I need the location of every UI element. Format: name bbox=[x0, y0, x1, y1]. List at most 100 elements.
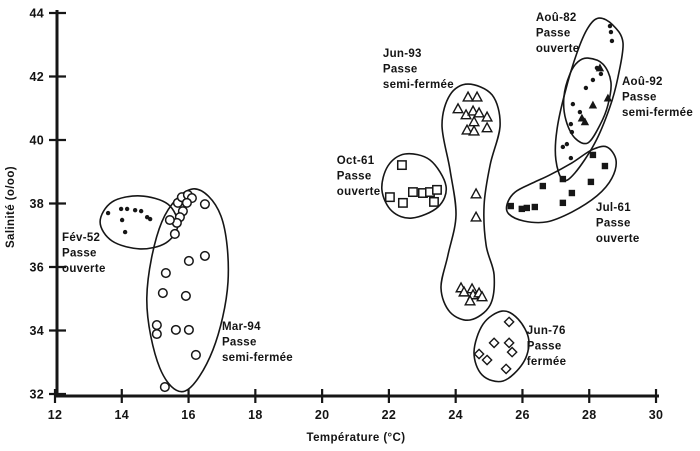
cluster-outline bbox=[554, 17, 624, 182]
data-point bbox=[577, 109, 583, 115]
data-point bbox=[432, 184, 442, 195]
data-point bbox=[601, 162, 609, 170]
data-point bbox=[470, 187, 483, 199]
data-point bbox=[151, 320, 162, 331]
data-point bbox=[481, 110, 494, 122]
cluster-label: semi-fermée bbox=[622, 107, 693, 119]
data-point bbox=[458, 285, 471, 297]
y-tick-label: 32 bbox=[29, 388, 44, 402]
data-point bbox=[568, 189, 576, 197]
data-point bbox=[580, 117, 590, 126]
data-point bbox=[531, 203, 539, 211]
cluster-label: Fév-52 bbox=[62, 232, 100, 244]
data-point bbox=[124, 206, 130, 212]
cluster-label: Passe bbox=[527, 340, 562, 352]
data-point bbox=[564, 141, 570, 147]
x-tick-label: 24 bbox=[448, 408, 463, 422]
x-tick-label: 30 bbox=[649, 408, 664, 422]
cluster-label: Jun-76 bbox=[527, 325, 566, 337]
data-point bbox=[518, 205, 525, 213]
data-point bbox=[503, 316, 515, 328]
cluster-label: Aoû-92 bbox=[622, 76, 663, 88]
cluster-label: Passe bbox=[536, 27, 571, 39]
data-point bbox=[461, 123, 474, 135]
x-tick-label: 14 bbox=[115, 408, 130, 422]
data-point bbox=[138, 208, 144, 214]
data-point bbox=[539, 182, 547, 190]
data-point bbox=[560, 144, 566, 150]
data-point bbox=[488, 337, 500, 349]
data-point bbox=[481, 354, 493, 366]
cluster-label: Mar-94 bbox=[222, 321, 261, 333]
data-point bbox=[151, 328, 162, 340]
x-tick-label: 22 bbox=[382, 408, 397, 422]
data-point bbox=[157, 287, 168, 299]
data-point bbox=[199, 199, 210, 210]
data-point bbox=[407, 187, 418, 198]
data-point bbox=[181, 197, 192, 208]
data-point bbox=[118, 206, 124, 212]
x-tick-label: 26 bbox=[515, 408, 530, 422]
data-point bbox=[467, 104, 480, 116]
data-point bbox=[507, 202, 514, 210]
data-point bbox=[180, 290, 191, 301]
data-point bbox=[183, 324, 194, 335]
data-point bbox=[396, 160, 407, 171]
cluster-outline bbox=[99, 195, 179, 250]
cluster-label: Aoû-82 bbox=[536, 12, 577, 24]
data-point bbox=[159, 381, 170, 393]
data-point bbox=[570, 101, 576, 107]
x-tick-label: 12 bbox=[48, 408, 63, 422]
cluster-label: Oct-61 bbox=[337, 155, 375, 167]
data-point bbox=[503, 337, 515, 349]
data-point bbox=[473, 348, 485, 360]
data-point bbox=[607, 23, 613, 29]
y-axis-title: Salinité (o/oo) bbox=[5, 166, 17, 248]
data-point bbox=[462, 90, 475, 102]
data-point bbox=[609, 38, 615, 44]
cluster-outline bbox=[440, 83, 501, 322]
data-point bbox=[481, 121, 494, 133]
cluster-label: semi-fermée bbox=[383, 79, 454, 91]
data-point bbox=[164, 214, 175, 226]
x-tick-label: 16 bbox=[181, 408, 196, 422]
data-point bbox=[470, 210, 483, 222]
data-point bbox=[119, 217, 125, 223]
cluster-outline bbox=[505, 145, 617, 224]
cluster-label: Passe bbox=[596, 218, 631, 230]
data-point bbox=[105, 210, 111, 216]
data-point bbox=[397, 197, 408, 208]
data-point bbox=[595, 63, 605, 72]
data-point bbox=[468, 124, 481, 136]
x-axis-title: Température (°C) bbox=[307, 432, 406, 444]
data-point bbox=[122, 229, 128, 235]
cluster-label: Passe bbox=[622, 92, 657, 104]
cluster-label: semi-fermée bbox=[222, 352, 293, 364]
data-point bbox=[471, 90, 484, 102]
data-point bbox=[429, 196, 439, 207]
x-tick-label: 20 bbox=[315, 408, 330, 422]
data-point bbox=[160, 267, 171, 279]
clusters: Fév-52PasseouverteMar-94Passesemi-fermée… bbox=[62, 12, 693, 393]
y-tick-label: 34 bbox=[29, 324, 44, 338]
data-point bbox=[568, 121, 574, 127]
y-tick-label: 38 bbox=[29, 197, 44, 211]
cluster-label: Passe bbox=[222, 336, 257, 348]
data-point bbox=[132, 207, 138, 213]
data-point bbox=[590, 77, 596, 83]
cluster-label: ouverte bbox=[337, 186, 381, 198]
data-point bbox=[170, 324, 181, 335]
y-tick-label: 42 bbox=[29, 70, 44, 84]
cluster-label: ouverte bbox=[62, 263, 106, 275]
data-point bbox=[147, 216, 153, 222]
data-point bbox=[589, 151, 597, 159]
data-point bbox=[587, 178, 595, 186]
cluster-outline bbox=[473, 310, 530, 383]
cluster-label: Passe bbox=[337, 171, 372, 183]
